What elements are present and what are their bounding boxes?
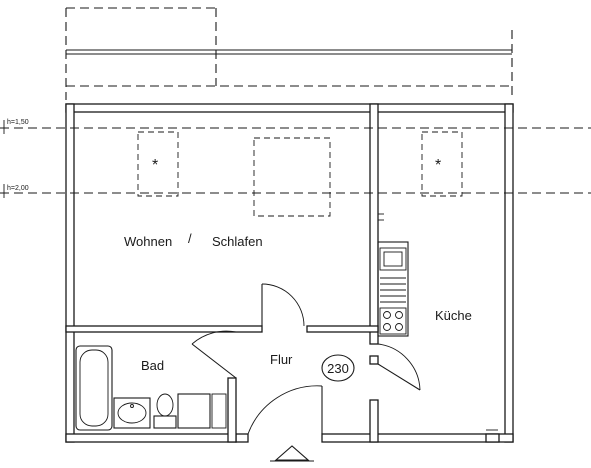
entrance-arrow-icon [270, 445, 314, 462]
unit-number-text: 230 [327, 361, 349, 376]
level-label-lower: h=2,00 [7, 185, 29, 192]
level-label-upper: h=1,50 [7, 119, 29, 126]
skylight-right [421, 131, 463, 197]
door-entrance [247, 385, 323, 435]
room-label-schlafen: Schlafen [212, 234, 263, 249]
interior-walls [65, 103, 379, 443]
bathtub [75, 345, 113, 431]
kitchen-counter [377, 241, 409, 337]
door-living-room [261, 283, 305, 327]
ceiling-light-icon-left: * [152, 157, 158, 174]
door-kitchen [377, 343, 421, 391]
level-lines [0, 120, 591, 198]
room-label-wohnen: Wohnen [124, 234, 172, 249]
door-bathroom [191, 330, 237, 379]
skylight-center [253, 137, 331, 217]
balcony-outline [65, 7, 513, 100]
skylight-left [137, 131, 179, 197]
room-label-kueche: Küche [435, 308, 472, 323]
room-label-flur: Flur [270, 352, 293, 367]
ceiling-light-icon-right: * [435, 157, 441, 174]
toilet [153, 393, 177, 429]
kitchen-wall-marks [378, 213, 498, 431]
room-label-bad: Bad [141, 358, 164, 373]
outer-walls [65, 103, 514, 443]
unit-number-badge [321, 354, 355, 382]
room-label-slash: / [188, 231, 192, 246]
washing-machine [177, 393, 227, 429]
washbasin [113, 397, 151, 429]
